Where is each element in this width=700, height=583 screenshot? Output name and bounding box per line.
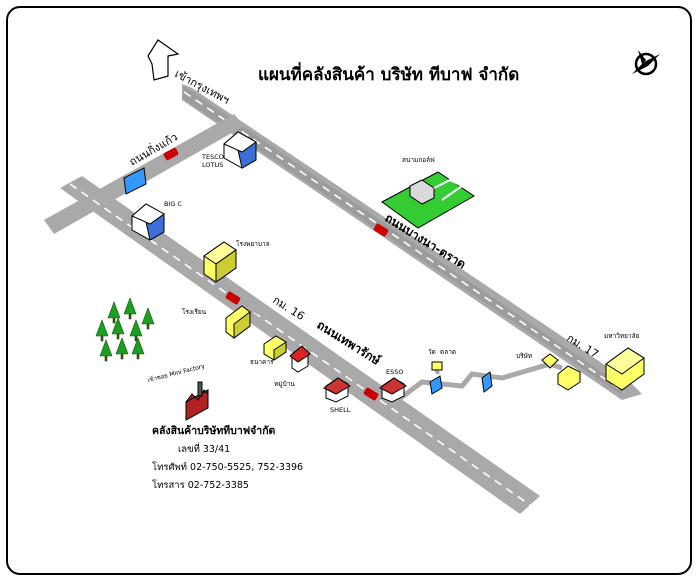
esso-station: [379, 377, 407, 403]
bigc-building: [131, 203, 165, 241]
temple-building: [431, 361, 443, 371]
north-arrow-icon: [147, 39, 180, 81]
factory-icon: [185, 381, 209, 421]
label-village: หมู่บ้าน: [274, 380, 295, 388]
label-tesco: TESCO: [201, 153, 224, 161]
label-school: โรงเรียน: [182, 308, 207, 316]
golf-course: [381, 171, 475, 229]
label-factory-sign: เข้าซอย Mini Factory: [147, 363, 206, 384]
label-company: บริษัท: [516, 352, 532, 360]
company-building-2: [557, 365, 581, 391]
warehouse-fax: โทรสาร 02-752-3385: [152, 479, 249, 491]
warehouse-phone: โทรศัพท์ 02-750-5525, 752-3396: [152, 461, 303, 473]
map-title: แผนที่คลังสินค้า บริษัท ทีบาฟ จำกัด: [258, 62, 519, 85]
label-esso: ESSO: [386, 368, 403, 376]
map-frame: แผนที่คลังสินค้า บริษัท ทีบาฟ จำกัด เข้า…: [6, 6, 692, 575]
school-building: [225, 305, 251, 339]
label-temple: วัด: [428, 348, 436, 356]
road-side: [396, 361, 563, 402]
label-bigc: BIG C: [164, 200, 182, 208]
label-bank: ธนาคาร: [250, 358, 274, 366]
university-building: [605, 347, 645, 391]
label-market: ตลาด: [440, 348, 456, 356]
tesco-lotus-building: [223, 131, 257, 169]
bridge-icon: [123, 167, 493, 395]
company-building: [541, 353, 559, 369]
label-hospital: โรงพยาบาล: [236, 240, 270, 248]
roads: [44, 84, 642, 514]
label-shell: SHELL: [330, 406, 351, 414]
label-lotus: LOTUS: [202, 161, 223, 169]
compass-icon: [632, 50, 660, 76]
tree-icon: [95, 297, 155, 362]
village-house: [289, 345, 311, 373]
car-icon: [163, 147, 389, 401]
hospital-building: [203, 241, 237, 283]
shell-station: [323, 377, 351, 403]
warehouse-name: คลังสินค้าบริษัททีบาฟจำกัด: [152, 424, 276, 437]
warehouse-address: เลขที่ 33/41: [178, 442, 230, 455]
label-golf: สนามกอล์ฟ: [402, 156, 435, 164]
label-university: มหาวิทยาลัย: [604, 332, 640, 340]
bank-building: [263, 335, 287, 361]
map-canvas: แผนที่คลังสินค้า บริษัท ทีบาฟ จำกัด เข้า…: [44, 39, 660, 514]
